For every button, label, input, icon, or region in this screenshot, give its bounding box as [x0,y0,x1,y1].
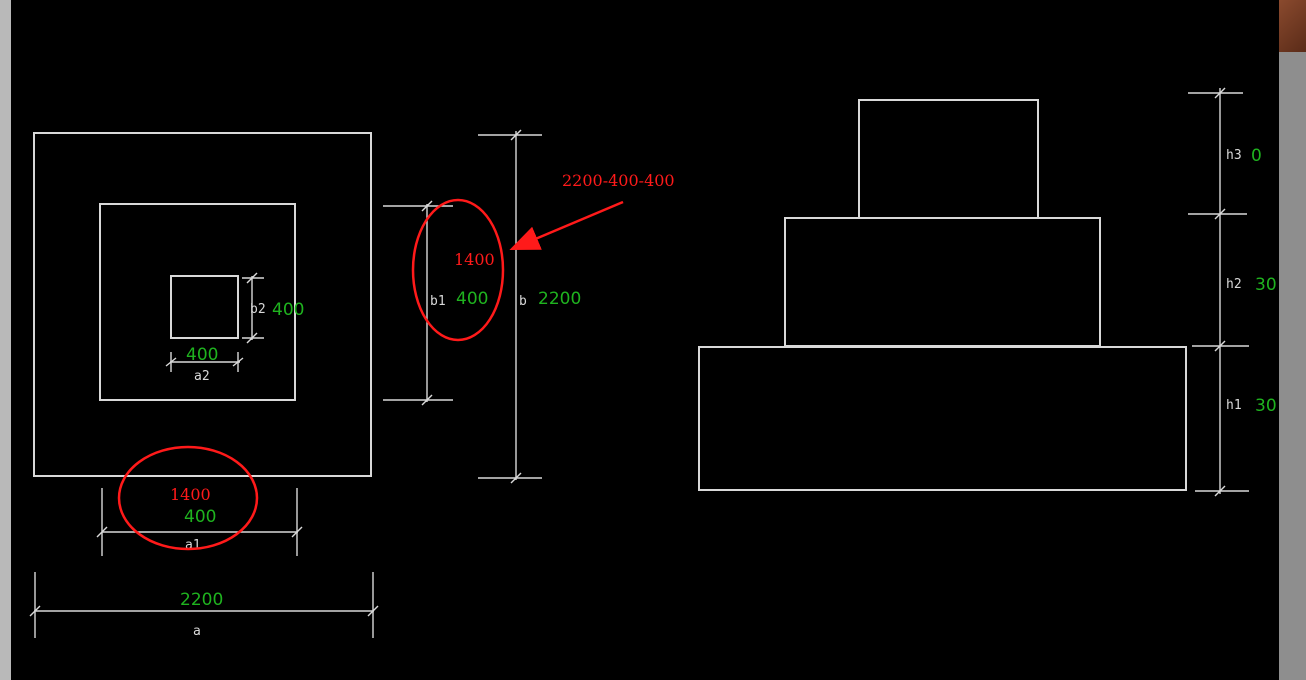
a1-value: 400 [184,507,216,527]
plan-view: 400 a2 b2 400 400 a1 22 [29,129,581,639]
b-label: b [519,294,527,309]
height-dimension-line [1188,87,1249,497]
a-value: 2200 [180,590,223,610]
b2-dimension [242,272,264,344]
b-dimension [478,129,542,484]
h1-label: h1 [1226,398,1242,413]
h3-label: h3 [1226,148,1242,163]
a2-dimension [165,352,244,372]
h2-label: h2 [1226,277,1242,292]
a1-correction-text: 1400 [170,485,211,504]
formula-text: 2200-400-400 [562,171,675,190]
h3-value: 0 [1251,146,1262,166]
h1-value: 30 [1255,396,1277,416]
a1-highlight-ellipse [117,445,259,551]
footing-middle-rect [99,203,296,401]
second-step-rect [784,217,1101,347]
h2-value: 30 [1255,275,1277,295]
thumbnail-image [1279,0,1306,52]
annotation-arrow [509,200,624,250]
b2-value: 400 [272,300,304,320]
right-scrollbar[interactable] [1279,0,1306,680]
b1-label: b1 [430,294,446,309]
a2-value: 400 [186,345,218,365]
b2-label: b2 [250,302,266,317]
a-label: a [193,624,201,639]
a1-label: a1 [185,538,201,553]
elevation-view: h3 0 h2 30 h1 30 [698,87,1277,497]
b1-value: 400 [456,289,488,309]
a-dimension [29,572,379,638]
left-window-frame [0,0,11,680]
footing-outer-rect [33,132,372,477]
b1-highlight-ellipse [411,198,505,342]
b-value: 2200 [538,289,581,309]
annotation-layer: 1400 1400 2200-400-400 [117,171,675,551]
column-rect [170,275,239,339]
b1-correction-text: 1400 [454,250,495,269]
pedestal-outline [858,99,1039,217]
base-step-rect [698,346,1187,491]
a2-label: a2 [194,369,210,384]
